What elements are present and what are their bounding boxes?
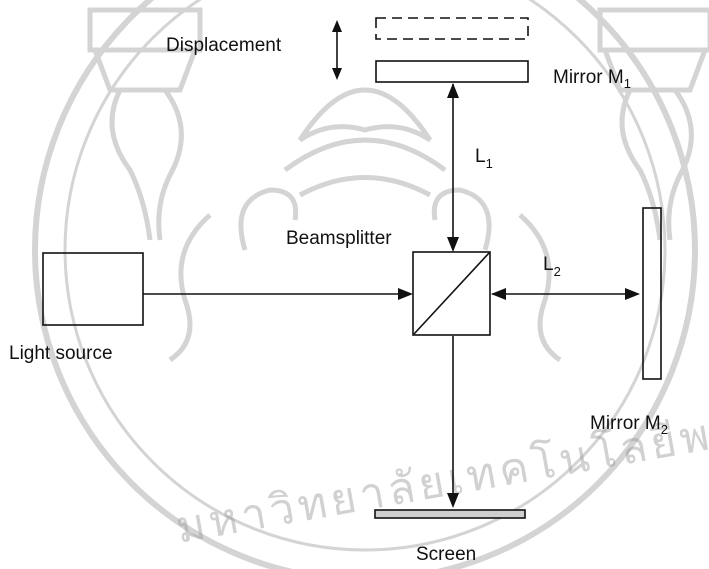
label-l2-sub: 2 — [554, 264, 561, 279]
l1-arrow-down — [447, 237, 459, 252]
label-light-source: Light source — [9, 343, 113, 364]
label-mirror-m2-text: Mirror M — [590, 413, 661, 434]
mirror-m2 — [642, 207, 662, 380]
l1-arrow-up — [447, 83, 459, 98]
labels: Displacement Mirror M1 L1 Beamsplitter L… — [9, 35, 668, 565]
label-mirror-m1-sub: 1 — [624, 76, 631, 91]
label-screen: Screen — [416, 544, 476, 565]
label-l1-sub: 1 — [486, 156, 493, 171]
mirror-m1 — [375, 60, 529, 83]
label-l2-text: L — [543, 254, 554, 275]
label-l2: L2 — [543, 254, 561, 279]
label-mirror-m2-sub: 2 — [661, 422, 668, 437]
output-beam-arrow — [447, 493, 459, 508]
label-displacement: Displacement — [166, 35, 282, 56]
input-beam-arrow — [398, 288, 413, 300]
displacement-arrow-head-up — [332, 20, 342, 32]
screen-plate — [374, 509, 526, 519]
label-l1: L1 — [475, 146, 493, 171]
l2-arrow-right — [625, 288, 640, 300]
optics — [42, 17, 662, 519]
l2-arrow-left — [491, 288, 506, 300]
mirror-m1-displaced — [375, 17, 529, 40]
watermark-seal — [32, 0, 709, 569]
light-source-box — [42, 252, 144, 326]
label-mirror-m1-text: Mirror M — [553, 67, 624, 88]
beamsplitter-diagonal — [413, 252, 490, 335]
label-mirror-m2: Mirror M2 — [590, 413, 668, 437]
label-l1-text: L — [475, 146, 486, 167]
beamsplitter-cube — [412, 251, 491, 336]
label-beamsplitter: Beamsplitter — [286, 228, 392, 249]
label-mirror-m1: Mirror M1 — [553, 67, 631, 91]
displacement-arrow-head-down — [332, 68, 342, 80]
